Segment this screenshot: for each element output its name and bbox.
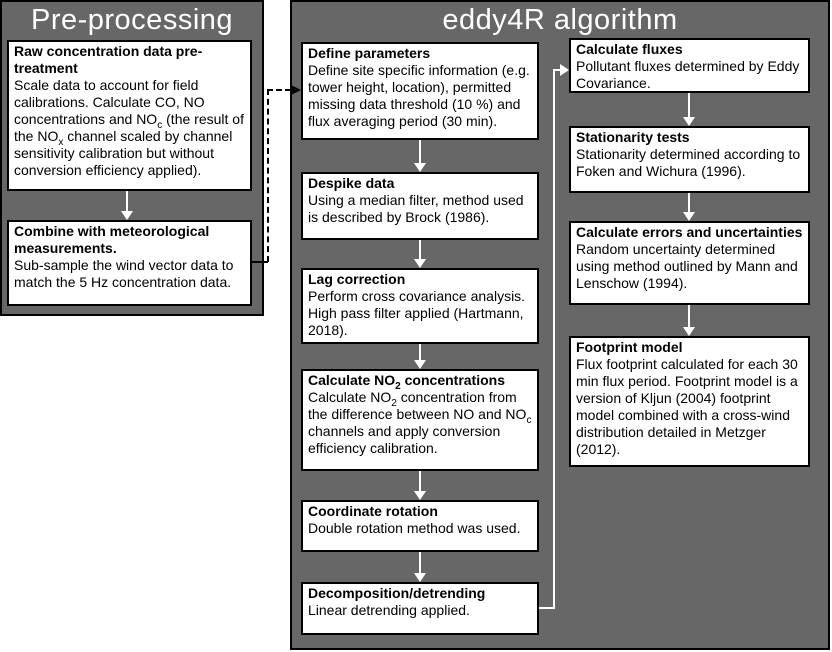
box-body: Using a median filter, method used is de… bbox=[308, 192, 524, 225]
flow-arrow-down-icon bbox=[683, 117, 695, 126]
box-title: Despike data bbox=[308, 175, 395, 191]
box-title: Decomposition/detrending bbox=[308, 585, 486, 601]
box-footprint-model: Footprint model Flux footprint calculate… bbox=[569, 336, 810, 467]
flow-arrow-down-icon bbox=[683, 212, 695, 221]
flow-arrow-down-icon bbox=[414, 360, 426, 369]
box-body: Sub-sample the wind vector data to match… bbox=[14, 257, 234, 290]
box-body: Flux footprint calculated for each 30 mi… bbox=[576, 356, 798, 457]
flow-arrow-stem bbox=[419, 240, 421, 260]
box-title: Combine with meteorological measurements… bbox=[14, 223, 210, 256]
box-title: Footprint model bbox=[576, 339, 683, 355]
flow-arrow-stem bbox=[688, 305, 690, 328]
box-title: Coordinate rotation bbox=[308, 503, 438, 519]
box-title: Define parameters bbox=[308, 45, 431, 61]
dashed-arrow-right-icon bbox=[291, 85, 301, 95]
box-body: Double rotation method was used. bbox=[308, 520, 521, 536]
flow-arrow-down-icon bbox=[414, 491, 426, 500]
flow-arrow-stem bbox=[688, 93, 690, 118]
box-body: Random uncertainty determined using meth… bbox=[576, 241, 798, 291]
box-title: Raw concentration data pre-treatment bbox=[14, 43, 203, 76]
dashed-connector-horizontal bbox=[267, 89, 291, 91]
flow-arrow-down-icon bbox=[683, 327, 695, 336]
box-body: Pollutant fluxes determined by Eddy Cova… bbox=[576, 58, 800, 91]
box-body: Scale data to account for field calibrat… bbox=[14, 77, 244, 178]
box-raw-concentration-pretreatment: Raw concentration data pre-treatment Sca… bbox=[7, 40, 252, 191]
flow-arrow-down-icon bbox=[414, 163, 426, 172]
flow-arrow-stem bbox=[688, 193, 690, 213]
box-decomposition-detrending: Decomposition/detrending Linear detrendi… bbox=[301, 582, 539, 635]
eddy4r-panel-title: eddy4R algorithm bbox=[442, 4, 678, 36]
box-body: Stationarity determined according to Fok… bbox=[576, 146, 801, 179]
box-title: Lag correction bbox=[308, 271, 406, 287]
box-combine-meteorological: Combine with meteorological measurements… bbox=[7, 220, 252, 306]
box-title: Stationarity tests bbox=[576, 129, 690, 145]
connector-decomp-to-fluxes-vertical bbox=[553, 69, 555, 609]
box-despike-data: Despike data Using a median filter, meth… bbox=[301, 172, 539, 240]
preprocessing-panel-title: Pre-processing bbox=[30, 4, 234, 36]
box-calculate-fluxes: Calculate fluxes Pollutant fluxes determ… bbox=[569, 38, 810, 93]
dashed-connector-exit-segment bbox=[250, 261, 268, 263]
box-body: Calculate NO2 concentration from the dif… bbox=[308, 389, 532, 456]
flow-arrow-down-icon bbox=[121, 211, 133, 220]
connector-decomp-to-fluxes-bottom bbox=[539, 607, 555, 609]
flow-arrow-stem bbox=[126, 191, 128, 212]
connector-decomp-to-fluxes-top bbox=[555, 69, 561, 71]
flow-arrow-down-icon bbox=[414, 259, 426, 268]
box-lag-correction: Lag correction Perform cross covariance … bbox=[301, 268, 539, 344]
box-stationarity-tests: Stationarity tests Stationarity determin… bbox=[569, 126, 810, 193]
box-calculate-no2-concentrations: Calculate NO2 concentrations Calculate N… bbox=[301, 369, 539, 471]
box-body: Perform cross covariance analysis. High … bbox=[308, 288, 526, 338]
box-title: Calculate NO2 concentrations bbox=[308, 372, 505, 392]
dashed-connector-vertical bbox=[267, 89, 269, 262]
box-define-parameters: Define parameters Define site specific i… bbox=[301, 42, 539, 140]
box-coordinate-rotation: Coordinate rotation Double rotation meth… bbox=[301, 500, 539, 552]
flow-arrow-right-icon bbox=[560, 64, 569, 76]
box-body: Linear detrending applied. bbox=[308, 602, 470, 618]
flow-arrow-stem bbox=[419, 471, 421, 492]
box-title: Calculate fluxes bbox=[576, 41, 683, 57]
flow-arrow-stem bbox=[419, 552, 421, 574]
flow-arrow-down-icon bbox=[414, 573, 426, 582]
box-body: Define site specific information (e.g. t… bbox=[308, 62, 530, 129]
box-title: Calculate errors and uncertainties bbox=[576, 224, 803, 240]
flow-arrow-stem bbox=[419, 140, 421, 164]
flow-arrow-stem bbox=[419, 344, 421, 361]
box-calculate-errors-uncertainties: Calculate errors and uncertainties Rando… bbox=[569, 221, 810, 305]
